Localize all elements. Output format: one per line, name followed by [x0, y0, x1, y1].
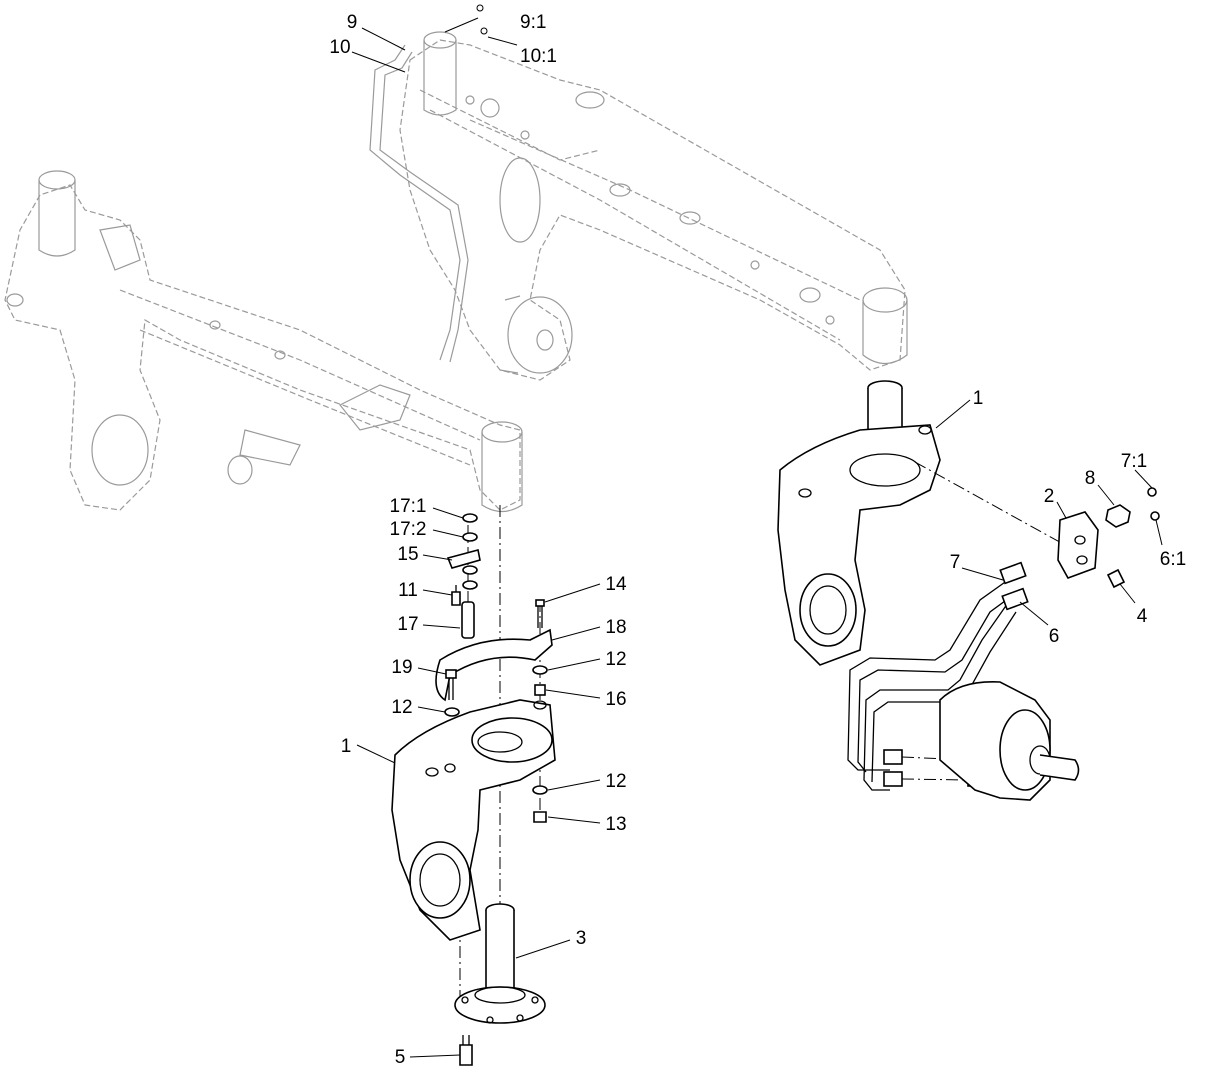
callout-7: 7: [950, 552, 961, 573]
center-steering-assembly: [391, 505, 556, 1066]
callout-12: 12: [391, 697, 412, 718]
callout-8: 8: [1085, 468, 1096, 489]
leader-dots: [476, 4, 488, 35]
callout-1: 1: [341, 736, 352, 757]
callout-16: 16: [605, 689, 626, 710]
callout-15: 15: [397, 544, 418, 565]
callout-13: 13: [605, 814, 626, 835]
callout-10-1: 10:1: [520, 46, 557, 67]
callout-6: 6: [1049, 626, 1060, 647]
callout-6-1: 6:1: [1160, 549, 1186, 570]
callout-5: 5: [395, 1047, 406, 1068]
callout-17: 17: [397, 614, 418, 635]
rear-axle-frame-ghost: [369, 31, 908, 381]
callout-7-1: 7:1: [1121, 451, 1147, 472]
callout-17-2: 17:2: [390, 519, 427, 540]
callout-18: 18: [605, 617, 626, 638]
callout-4: 4: [1137, 606, 1148, 627]
callout-14: 14: [605, 574, 627, 595]
callout-11: 11: [398, 580, 418, 601]
callout-labels: 9 10 9:1 10:1 17:1 17:2 15 11 17 14 18 1…: [329, 12, 1186, 1068]
front-axle-frame-ghost: [4, 170, 523, 513]
callout-12: 12: [605, 771, 626, 792]
callout-9-1: 9:1: [520, 12, 546, 33]
right-steering-assembly: [777, 380, 1160, 801]
callout-12: 12: [605, 649, 626, 670]
leader-lines: [351, 17, 1163, 1058]
callout-10: 10: [329, 37, 350, 58]
callout-19: 19: [391, 657, 412, 678]
callout-2: 2: [1044, 486, 1055, 507]
callout-3: 3: [576, 928, 587, 949]
callout-1: 1: [973, 388, 984, 409]
callout-9: 9: [347, 12, 358, 33]
callout-17-1: 17:1: [390, 496, 427, 517]
